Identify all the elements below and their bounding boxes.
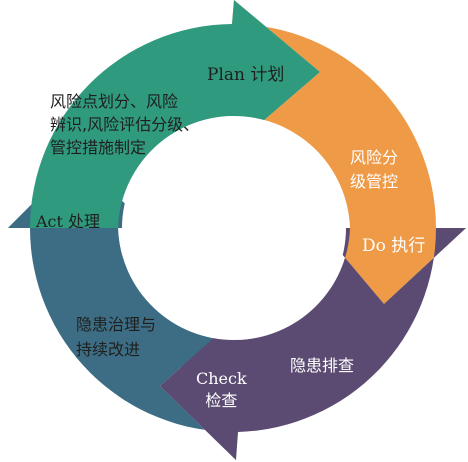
act-arc bbox=[8, 158, 236, 460]
act-label: Act 处理 bbox=[36, 212, 101, 231]
check-label: Check 检查 bbox=[196, 369, 247, 410]
do-segment bbox=[232, 0, 466, 304]
plan-segment bbox=[29, 0, 320, 228]
check-note: 隐患排查 bbox=[290, 356, 355, 375]
do-label: Do 执行 bbox=[362, 236, 426, 256]
do-note: 风险分 级管控 bbox=[350, 148, 399, 191]
plan-label: Plan 计划 bbox=[207, 65, 285, 85]
ring-center bbox=[122, 116, 346, 340]
plan-note: 风险点划分、风险 辨识,风险评估分级、 管控措施制定 bbox=[50, 92, 200, 157]
check-segment bbox=[160, 228, 466, 460]
act-note: 隐患治理与 持续改进 bbox=[76, 315, 157, 359]
